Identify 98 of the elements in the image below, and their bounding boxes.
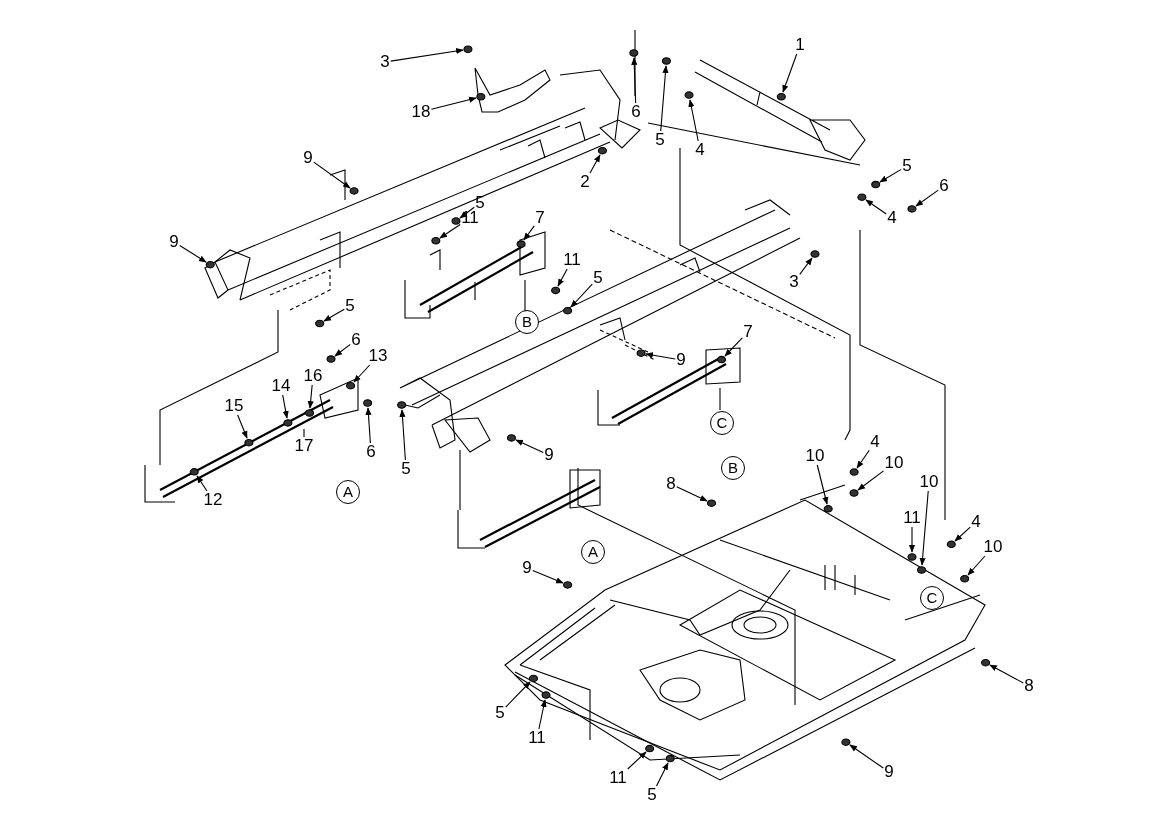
leader-line — [505, 681, 531, 708]
callout-number: 13 — [367, 347, 389, 365]
leader-line — [303, 428, 305, 438]
callout-number: 10 — [804, 447, 826, 465]
callout-number: 9 — [168, 233, 180, 251]
leader-line — [515, 439, 544, 453]
leader-line — [538, 699, 547, 730]
callout-number: 6 — [630, 103, 642, 121]
leader-line — [655, 762, 669, 787]
callout-number: 10 — [982, 538, 1004, 556]
leader-line — [334, 343, 351, 357]
callout-number: 4 — [886, 209, 898, 227]
callout-number: 6 — [365, 443, 377, 461]
callout-number: 11 — [902, 509, 922, 527]
leader-line — [631, 57, 638, 104]
callout-number: 11 — [608, 769, 628, 787]
callout-number: 5 — [592, 269, 604, 287]
leader-line — [645, 352, 676, 360]
reference-letter: C — [920, 586, 944, 610]
callout-number: 9 — [302, 149, 314, 167]
callout-number: 6 — [938, 177, 950, 195]
leader-line — [849, 744, 884, 769]
leader-line — [557, 268, 568, 287]
leader-line — [676, 486, 708, 502]
leader-line — [908, 526, 916, 553]
callout-number: 9 — [883, 763, 895, 781]
leader-line — [627, 751, 647, 770]
callout-number: 10 — [883, 454, 905, 472]
callout-number: 5 — [654, 131, 666, 149]
leader-line — [782, 53, 798, 93]
leader-line — [439, 224, 461, 239]
leader-line — [237, 414, 248, 439]
leader-line — [660, 65, 669, 132]
callout-number: 5 — [474, 194, 486, 212]
callout-number: 7 — [534, 209, 546, 227]
callout-number: 7 — [742, 323, 754, 341]
callout-number: 5 — [344, 297, 356, 315]
callout-number: 11 — [562, 251, 582, 269]
leader-line — [967, 555, 986, 576]
callout-number: 11 — [527, 729, 547, 747]
leader-line — [313, 161, 351, 189]
callout-number: 4 — [970, 513, 982, 531]
leader-line — [523, 225, 535, 241]
callout-number: 2 — [579, 173, 591, 191]
leader-line — [688, 99, 699, 142]
leader-line — [390, 48, 464, 62]
callout-number: 1 — [794, 36, 806, 54]
leader-line — [459, 206, 475, 219]
leader-line — [816, 464, 829, 505]
reference-letter: A — [581, 540, 605, 564]
reference-letter: B — [515, 310, 539, 334]
callout-number: 9 — [675, 351, 687, 369]
callout-number: 5 — [494, 704, 506, 722]
leader-line — [430, 96, 477, 110]
leader-line — [954, 526, 971, 542]
leader-line — [570, 283, 593, 308]
callout-number: 8 — [665, 475, 677, 493]
leader-line — [323, 308, 345, 322]
callout-number: 10 — [918, 473, 940, 491]
leader-line — [989, 664, 1024, 684]
leader-line — [865, 199, 887, 215]
callout-number: 5 — [901, 157, 913, 175]
leader-line — [857, 470, 885, 491]
callout-number: 9 — [543, 446, 555, 464]
reference-letter: A — [336, 480, 360, 504]
callout-number: 14 — [270, 377, 292, 395]
leader-line — [532, 569, 564, 584]
leader-line — [196, 475, 208, 492]
callout-number: 17 — [293, 437, 315, 455]
callout-number: 8 — [1023, 677, 1035, 695]
callout-number: 5 — [646, 786, 658, 804]
callout-number: 3 — [788, 273, 800, 291]
callout-number: 5 — [400, 460, 412, 478]
leader-line — [179, 245, 207, 263]
leader-line — [399, 409, 406, 461]
leader-line — [353, 364, 371, 383]
callout-number: 11 — [460, 209, 480, 227]
callout-number: 4 — [694, 141, 706, 159]
leader-line — [799, 257, 813, 275]
callout-number: 3 — [379, 53, 391, 71]
callout-number: 12 — [202, 491, 224, 509]
leader-line — [307, 384, 314, 409]
leader-line — [365, 407, 372, 444]
leader-line — [915, 189, 939, 207]
callout-number: 6 — [350, 331, 362, 349]
callout-number: 18 — [410, 103, 432, 121]
leader-line — [724, 337, 743, 357]
leader-line — [856, 449, 870, 469]
leader-line — [919, 490, 929, 566]
reference-letter: B — [721, 456, 745, 480]
callout-number: 9 — [521, 559, 533, 577]
callout-number: 15 — [223, 397, 245, 415]
leader-line — [879, 168, 902, 183]
callout-number: 4 — [869, 433, 881, 451]
leader-line — [282, 394, 289, 419]
reference-letter: C — [710, 411, 734, 435]
callout-number: 16 — [302, 367, 324, 385]
leader-line — [589, 154, 601, 174]
